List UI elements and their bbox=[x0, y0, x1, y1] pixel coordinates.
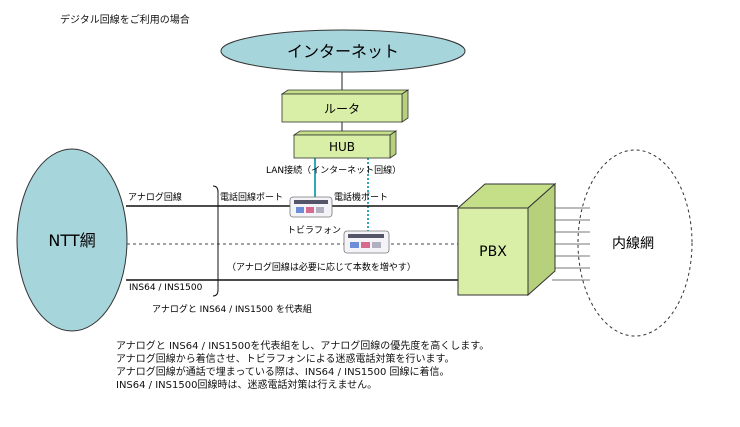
toviraphone-label: トビラフォン bbox=[287, 225, 341, 236]
toviraphone-device-secondary bbox=[343, 230, 390, 254]
page-title: デジタル回線をご利用の場合 bbox=[60, 15, 190, 26]
internet-ellipse bbox=[220, 29, 466, 73]
analog-line-label: アナログ回線 bbox=[128, 191, 182, 203]
note-line: アナログ回線から着信させ、トビラフォンによる迷惑電話対策を行います。 bbox=[116, 354, 455, 365]
analog-note-label: （アナログ回線は必要に応じて本数を増やす） bbox=[227, 261, 416, 273]
pbx-cube bbox=[456, 182, 557, 297]
pbx-extension-lines bbox=[552, 207, 590, 281]
pbx-label: PBX bbox=[479, 244, 507, 260]
phone-line-port-label: 電話回線ポート bbox=[220, 191, 283, 203]
ins-line-label: INS64 / INS1500 bbox=[129, 283, 203, 293]
rep-group-label: アナログと INS64 / INS1500 を代表組 bbox=[152, 303, 312, 315]
router-label: ルータ bbox=[324, 102, 360, 116]
lan-label: LAN接続（インターネット回線） bbox=[266, 164, 401, 176]
note-line: アナログ回線が通話で埋まっている際は、INS64 / INS1500 回線に着信… bbox=[116, 367, 450, 378]
router-box bbox=[280, 89, 410, 123]
extension-label: 内線網 bbox=[612, 236, 654, 252]
note-line: アナログと INS64 / INS1500を代表組をし、アナログ回線の優先度を高… bbox=[116, 341, 490, 352]
extension-network-ellipse bbox=[577, 149, 693, 337]
toviraphone-device-primary bbox=[289, 196, 333, 218]
hub-label: HUB bbox=[329, 140, 355, 154]
group-bracket bbox=[212, 185, 219, 297]
note-line: INS64 / INS1500回線時は、迷惑電話対策は行えません。 bbox=[116, 380, 378, 391]
explanation-notes: アナログと INS64 / INS1500を代表組をし、アナログ回線の優先度を高… bbox=[116, 340, 489, 392]
ntt-label: NTT網 bbox=[48, 231, 95, 250]
ntt-network-ellipse bbox=[16, 148, 128, 332]
phone-device-port-label: 電話機ポート bbox=[334, 191, 388, 203]
internet-label: インターネット bbox=[287, 42, 399, 61]
hub-box bbox=[292, 130, 398, 159]
